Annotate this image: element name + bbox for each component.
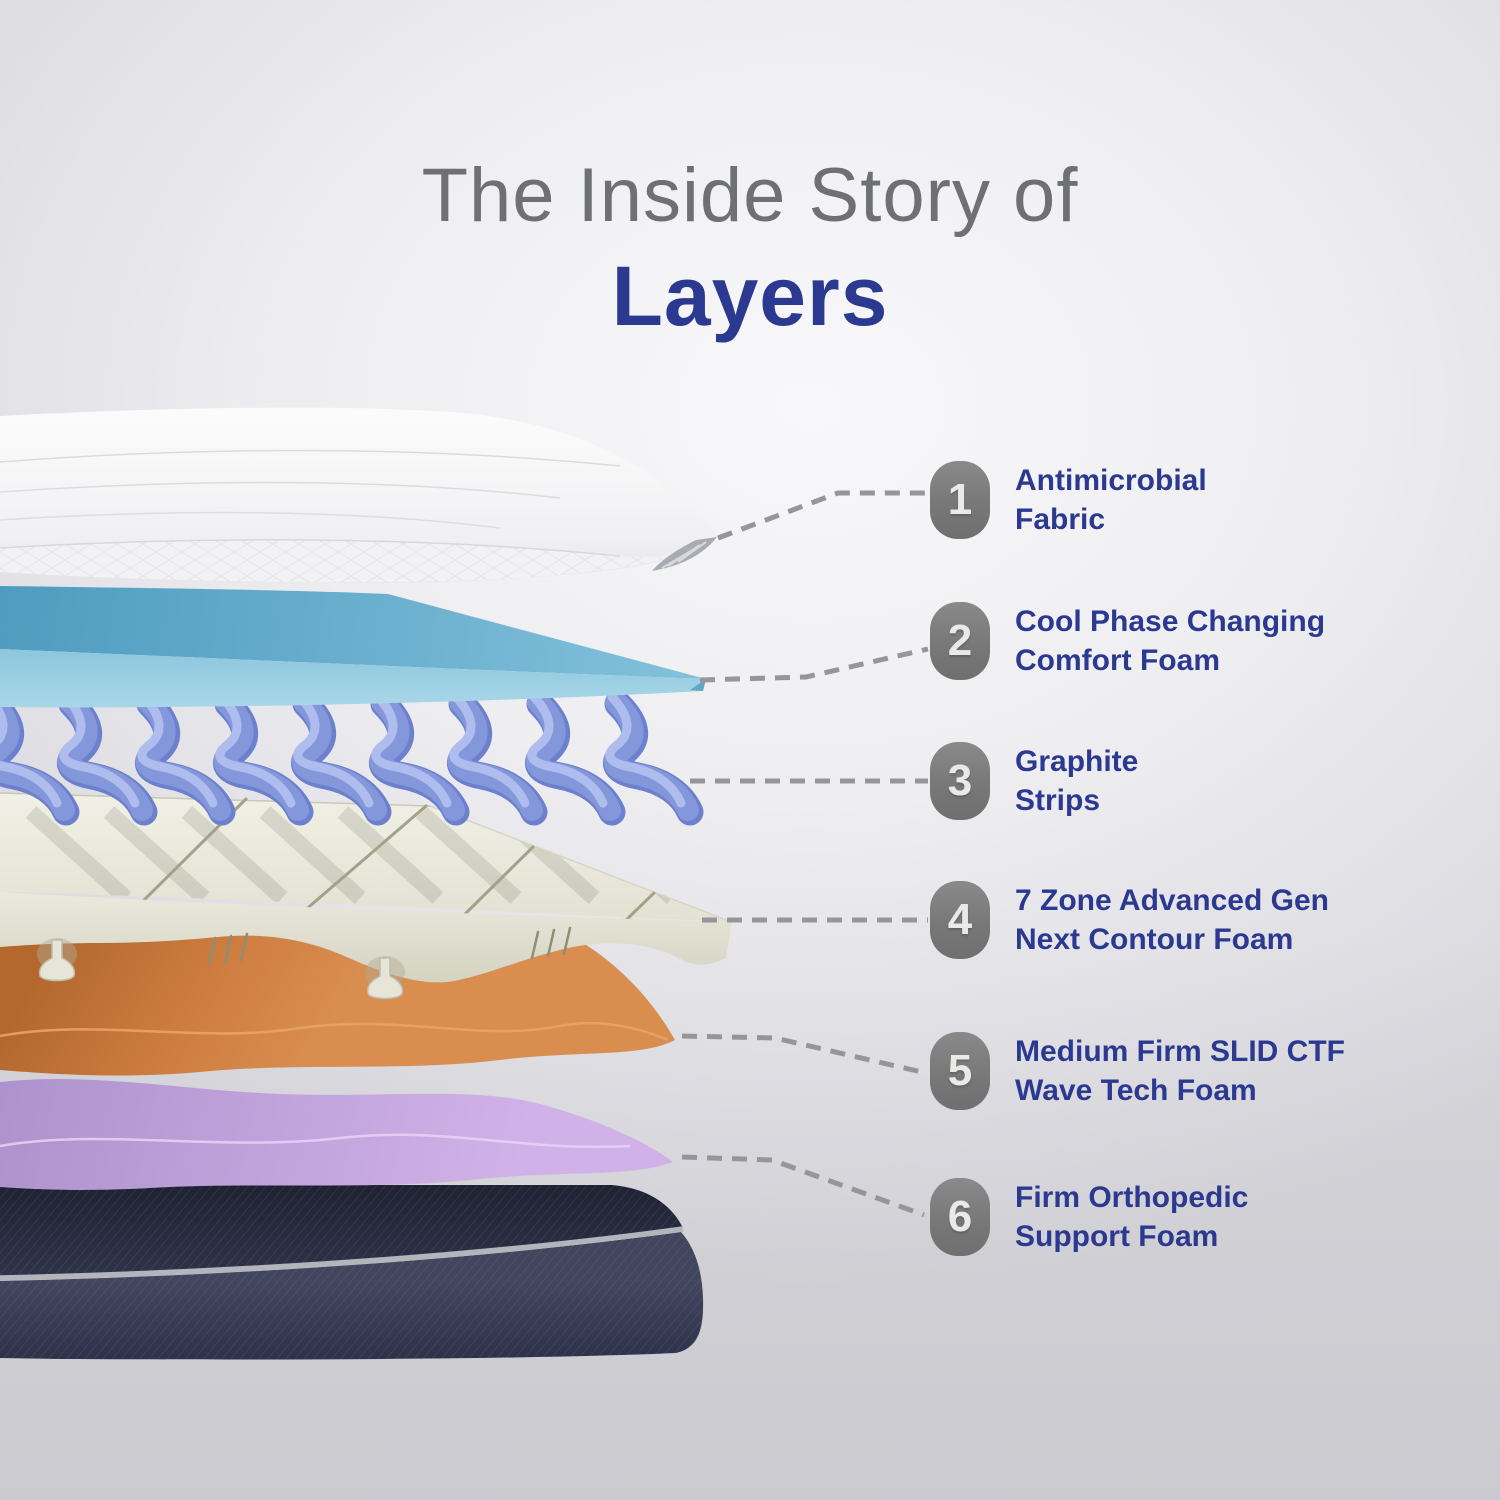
page-title: The Inside Story of [421,153,1079,238]
label-3-line1: Graphite [1015,745,1139,778]
label-6-line1: Firm Orthopedic [1015,1181,1249,1214]
label-6-line2: Support Foam [1015,1220,1219,1253]
layer-graphite-strips [0,697,690,812]
label-5: Medium Firm SLID CTF Wave Tech Foam [1015,1032,1345,1110]
callout-1: 1 Antimicrobial Fabric [930,461,1207,539]
label-2: Cool Phase Changing Comfort Foam [1015,602,1325,680]
layer-contour-foam [0,792,733,1000]
label-3: Graphite Strips [1015,742,1138,820]
label-6: Firm Orthopedic Support Foam [1015,1178,1248,1256]
layer-base-support-fabric [0,1185,704,1360]
base-piping [0,1226,684,1281]
label-1: Antimicrobial Fabric [1015,461,1207,539]
badge-6: 6 [930,1178,990,1256]
label-4-line2: Next Contour Foam [1015,923,1294,956]
label-4: 7 Zone Advanced Gen Next Contour Foam [1015,881,1329,959]
callout-3: 3 Graphite Strips [930,742,1138,820]
badge-2: 2 [930,602,990,680]
badge-5: 5 [930,1032,990,1110]
label-3-line2: Strips [1015,784,1101,817]
layer-antimicrobial-fabric [0,407,717,583]
label-1-line1: Antimicrobial [1015,464,1207,497]
layer-wave-tech-foam [0,930,675,1076]
callout-4: 4 7 Zone Advanced Gen Next Contour Foam [930,881,1329,959]
badge-3: 3 [930,742,990,820]
layer-comfort-foam [0,586,706,708]
page-subtitle: Layers [611,249,889,343]
label-5-line1: Medium Firm SLID CTF [1015,1035,1345,1068]
mattress-illustration [0,407,733,1360]
label-1-line2: Fabric [1015,503,1106,536]
label-4-line1: 7 Zone Advanced Gen [1015,884,1329,917]
callout-5: 5 Medium Firm SLID CTF Wave Tech Foam [930,1032,1345,1110]
badge-1: 1 [930,461,990,539]
label-5-line2: Wave Tech Foam [1015,1074,1257,1107]
label-2-line1: Cool Phase Changing [1015,605,1326,638]
badge-4: 4 [930,881,990,959]
label-2-line2: Comfort Foam [1015,644,1220,677]
layer-orthopedic-support-foam [0,1079,673,1190]
callout-2: 2 Cool Phase Changing Comfort Foam [930,602,1325,680]
callout-6: 6 Firm Orthopedic Support Foam [930,1178,1248,1256]
